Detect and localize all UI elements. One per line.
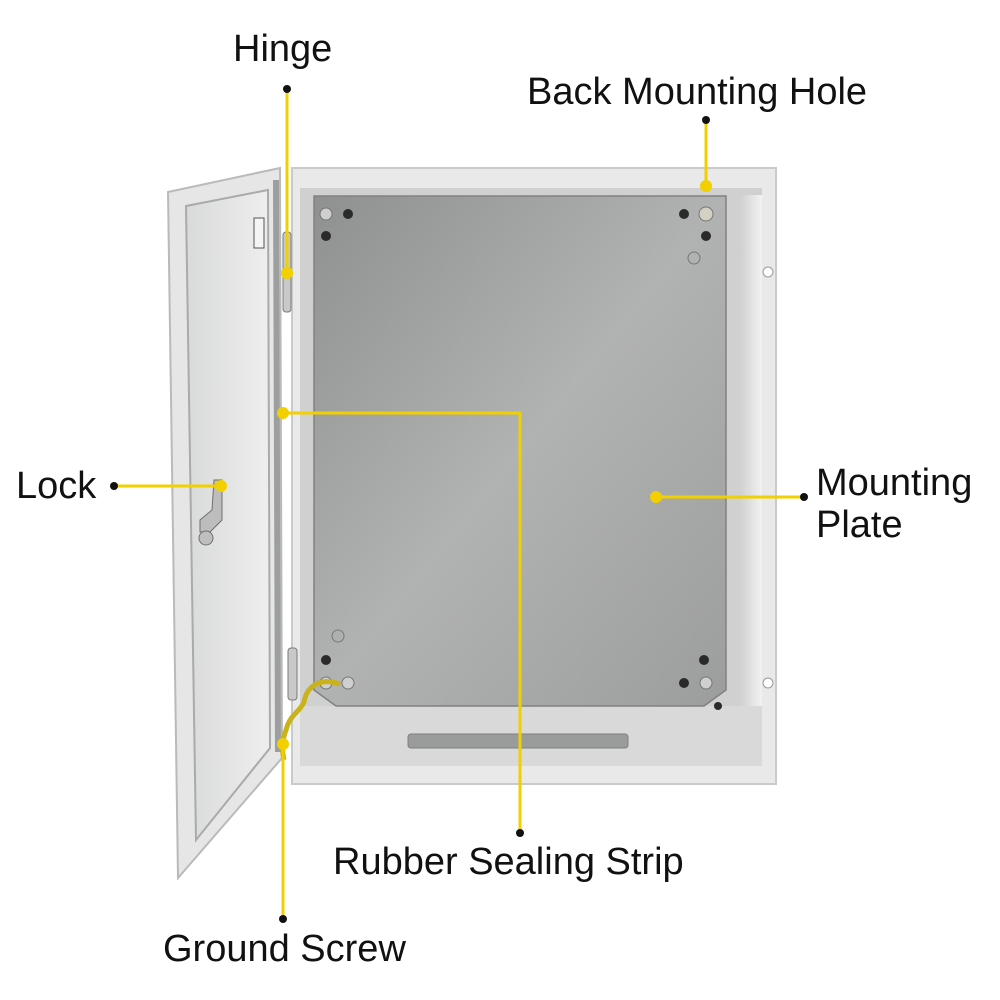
mounting-hole (699, 676, 713, 690)
mounting-hole (698, 206, 714, 222)
dot-lock-target (215, 480, 227, 492)
dot-rubber-sealing-strip-target (277, 407, 289, 419)
ground-symbol (331, 629, 345, 643)
rubber-sealing-strip (273, 179, 281, 753)
leader-lines (114, 89, 804, 919)
dot-back-mounting-hole-target (700, 180, 712, 192)
mounting-hole (714, 702, 722, 710)
side-hole-lower (762, 677, 774, 689)
enclosure-right-wall (740, 195, 762, 765)
lock-body (198, 530, 214, 546)
mounting-hole (321, 655, 331, 665)
dot-rubber-sealing-strip-end (516, 829, 524, 837)
marker-dots (110, 85, 808, 923)
label-mounting-plate-line-2: Plate (816, 504, 903, 546)
mounting-hole (321, 231, 331, 241)
label-rubber-sealing-strip: Rubber Sealing Strip (333, 841, 684, 883)
label-hinge: Hinge (233, 28, 333, 70)
dot-lock-end (110, 482, 118, 490)
hinge-lower (287, 647, 298, 701)
side-hole-upper (762, 266, 774, 278)
mounting-hole (679, 209, 689, 219)
mounting-hole (343, 209, 353, 219)
label-lock: Lock (16, 465, 97, 507)
mounting-hole (699, 655, 709, 665)
enclosure-bottom-slot (407, 733, 629, 749)
dot-back-mounting-hole-end (702, 116, 710, 124)
dot-mounting-plate-end (800, 493, 808, 501)
leader-rubber-sealing-strip (283, 411, 522, 833)
ground-symbol (687, 251, 701, 265)
label-back-mounting-hole: Back Mounting Hole (527, 71, 868, 113)
dot-mounting-plate-target (650, 491, 662, 503)
dot-ground-screw-target (277, 738, 289, 750)
door-inner-panel (184, 188, 272, 843)
label-ground-screw: Ground Screw (163, 928, 406, 970)
door-sticker (253, 217, 265, 249)
mounting-hole (341, 676, 355, 690)
label-mounting-plate-line-1: Mounting (816, 462, 973, 504)
dot-hinge-end (283, 85, 291, 93)
mounting-hole (319, 207, 333, 221)
dot-hinge-target (281, 267, 293, 279)
mounting-hole (679, 678, 689, 688)
mounting-hole (701, 231, 711, 241)
label-mounting-plate: Mounting Plate (816, 462, 972, 546)
dot-ground-screw-end (279, 915, 287, 923)
